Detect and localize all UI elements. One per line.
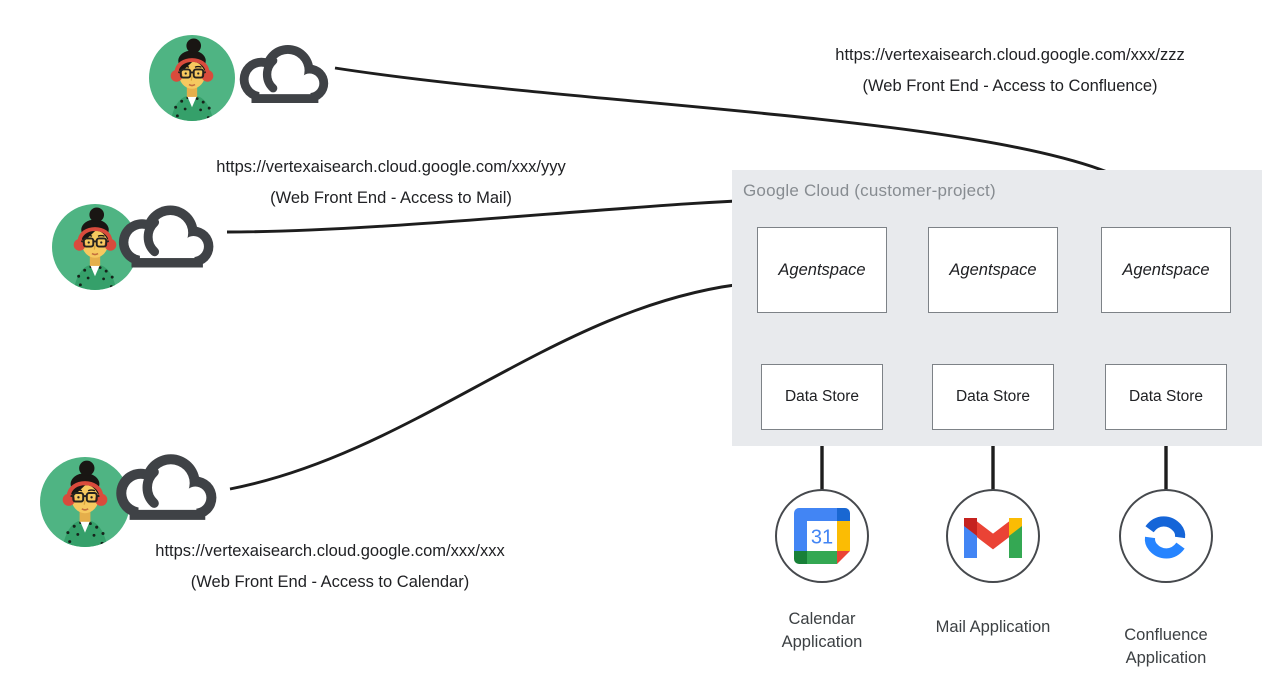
agentspace-label: Agentspace bbox=[949, 260, 1037, 279]
datastore-label: Data Store bbox=[1128, 388, 1204, 405]
gcp-container-label: Google Cloud (customer-project) bbox=[743, 181, 996, 200]
datastore-box-calendar: Data Store bbox=[761, 364, 883, 430]
access-url-mail: https://vertexaisearch.cloud.google.com/… bbox=[141, 152, 641, 214]
cloud-icon bbox=[96, 442, 230, 531]
app-circle-confluence bbox=[1119, 489, 1213, 583]
url-caption: (Web Front End - Access to Mail) bbox=[270, 189, 512, 207]
url-text: https://vertexaisearch.cloud.google.com/… bbox=[835, 46, 1185, 64]
datastore-label: Data Store bbox=[784, 388, 860, 405]
calendar-day-number: 31 bbox=[811, 527, 833, 549]
arrow-user-to-calendar-agentspace bbox=[229, 275, 755, 491]
datastore-label: Data Store bbox=[955, 388, 1031, 405]
url-caption: (Web Front End - Access to Calendar) bbox=[190, 573, 470, 591]
url-text: https://vertexaisearch.cloud.google.com/… bbox=[216, 158, 566, 176]
agentspace-label: Agentspace bbox=[1122, 260, 1210, 279]
app-circle-mail bbox=[946, 489, 1040, 583]
app-circle-calendar: 31 bbox=[775, 489, 869, 583]
google-calendar-icon: 31 bbox=[794, 508, 850, 564]
agentspace-box-confluence: Agentspace bbox=[1101, 227, 1231, 313]
datastore-box-mail: Data Store bbox=[932, 364, 1054, 430]
gmail-icon bbox=[964, 513, 1022, 558]
access-url-calendar: https://vertexaisearch.cloud.google.com/… bbox=[80, 536, 580, 598]
url-caption: (Web Front End - Access to Confluence) bbox=[862, 77, 1158, 95]
agentspace-box-calendar: Agentspace bbox=[757, 227, 887, 313]
app-label-mail: Mail Application bbox=[935, 618, 1051, 636]
cloud-icon bbox=[222, 34, 340, 113]
app-label-confluence: Confluence Application bbox=[1124, 626, 1208, 667]
access-url-confluence: https://vertexaisearch.cloud.google.com/… bbox=[760, 40, 1260, 102]
confluence-icon bbox=[1144, 516, 1186, 559]
agentspace-box-mail: Agentspace bbox=[928, 227, 1058, 313]
url-text: https://vertexaisearch.cloud.google.com/… bbox=[155, 542, 505, 560]
app-label-calendar: Calendar Application bbox=[781, 610, 863, 651]
datastore-box-confluence: Data Store bbox=[1105, 364, 1227, 430]
agentspace-label: Agentspace bbox=[778, 260, 866, 279]
